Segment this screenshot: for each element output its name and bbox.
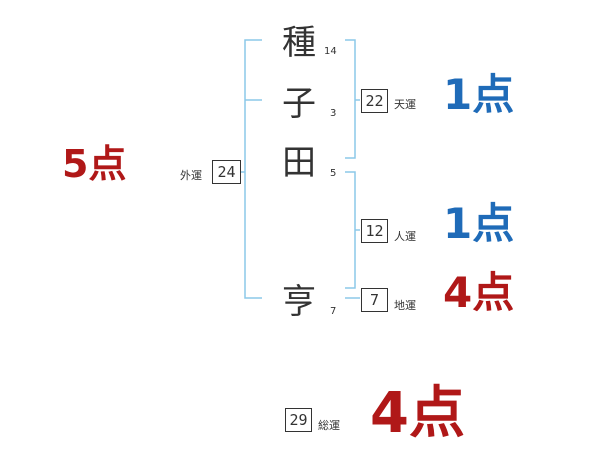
name-char-1: 種	[282, 23, 316, 63]
earth-fortune-label: 地運	[394, 299, 416, 312]
name-char-3: 田	[282, 143, 316, 183]
stroke-count-3: 5	[330, 168, 337, 179]
person-fortune-label: 人運	[394, 230, 416, 243]
outer-bracket	[244, 39, 262, 299]
person-fortune-value: 12	[361, 219, 388, 243]
earth-fortune-value: 7	[361, 288, 388, 312]
stroke-count-2: 3	[330, 108, 337, 119]
name-char-4: 亨	[282, 282, 316, 322]
heaven-fortune-score: 1点	[443, 70, 515, 119]
name-char-2: 子	[282, 84, 316, 124]
person-fortune-score: 1点	[443, 199, 515, 248]
total-fortune-label: 総運	[318, 419, 340, 432]
stroke-count-1: 14	[324, 46, 337, 57]
outer-fortune-score: 5点	[62, 142, 127, 186]
total-fortune-score: 4点	[370, 381, 465, 446]
outer-fortune-label: 外運	[180, 169, 202, 182]
stroke-count-4: 7	[330, 306, 337, 317]
heaven-fortune-label: 天運	[394, 98, 416, 111]
outer-fortune-value: 24	[212, 160, 241, 184]
earth-fortune-score: 4点	[443, 268, 515, 317]
person-bracket	[345, 171, 356, 289]
heaven-bracket	[345, 39, 356, 159]
total-fortune-value: 29	[285, 408, 312, 432]
heaven-fortune-value: 22	[361, 89, 388, 113]
